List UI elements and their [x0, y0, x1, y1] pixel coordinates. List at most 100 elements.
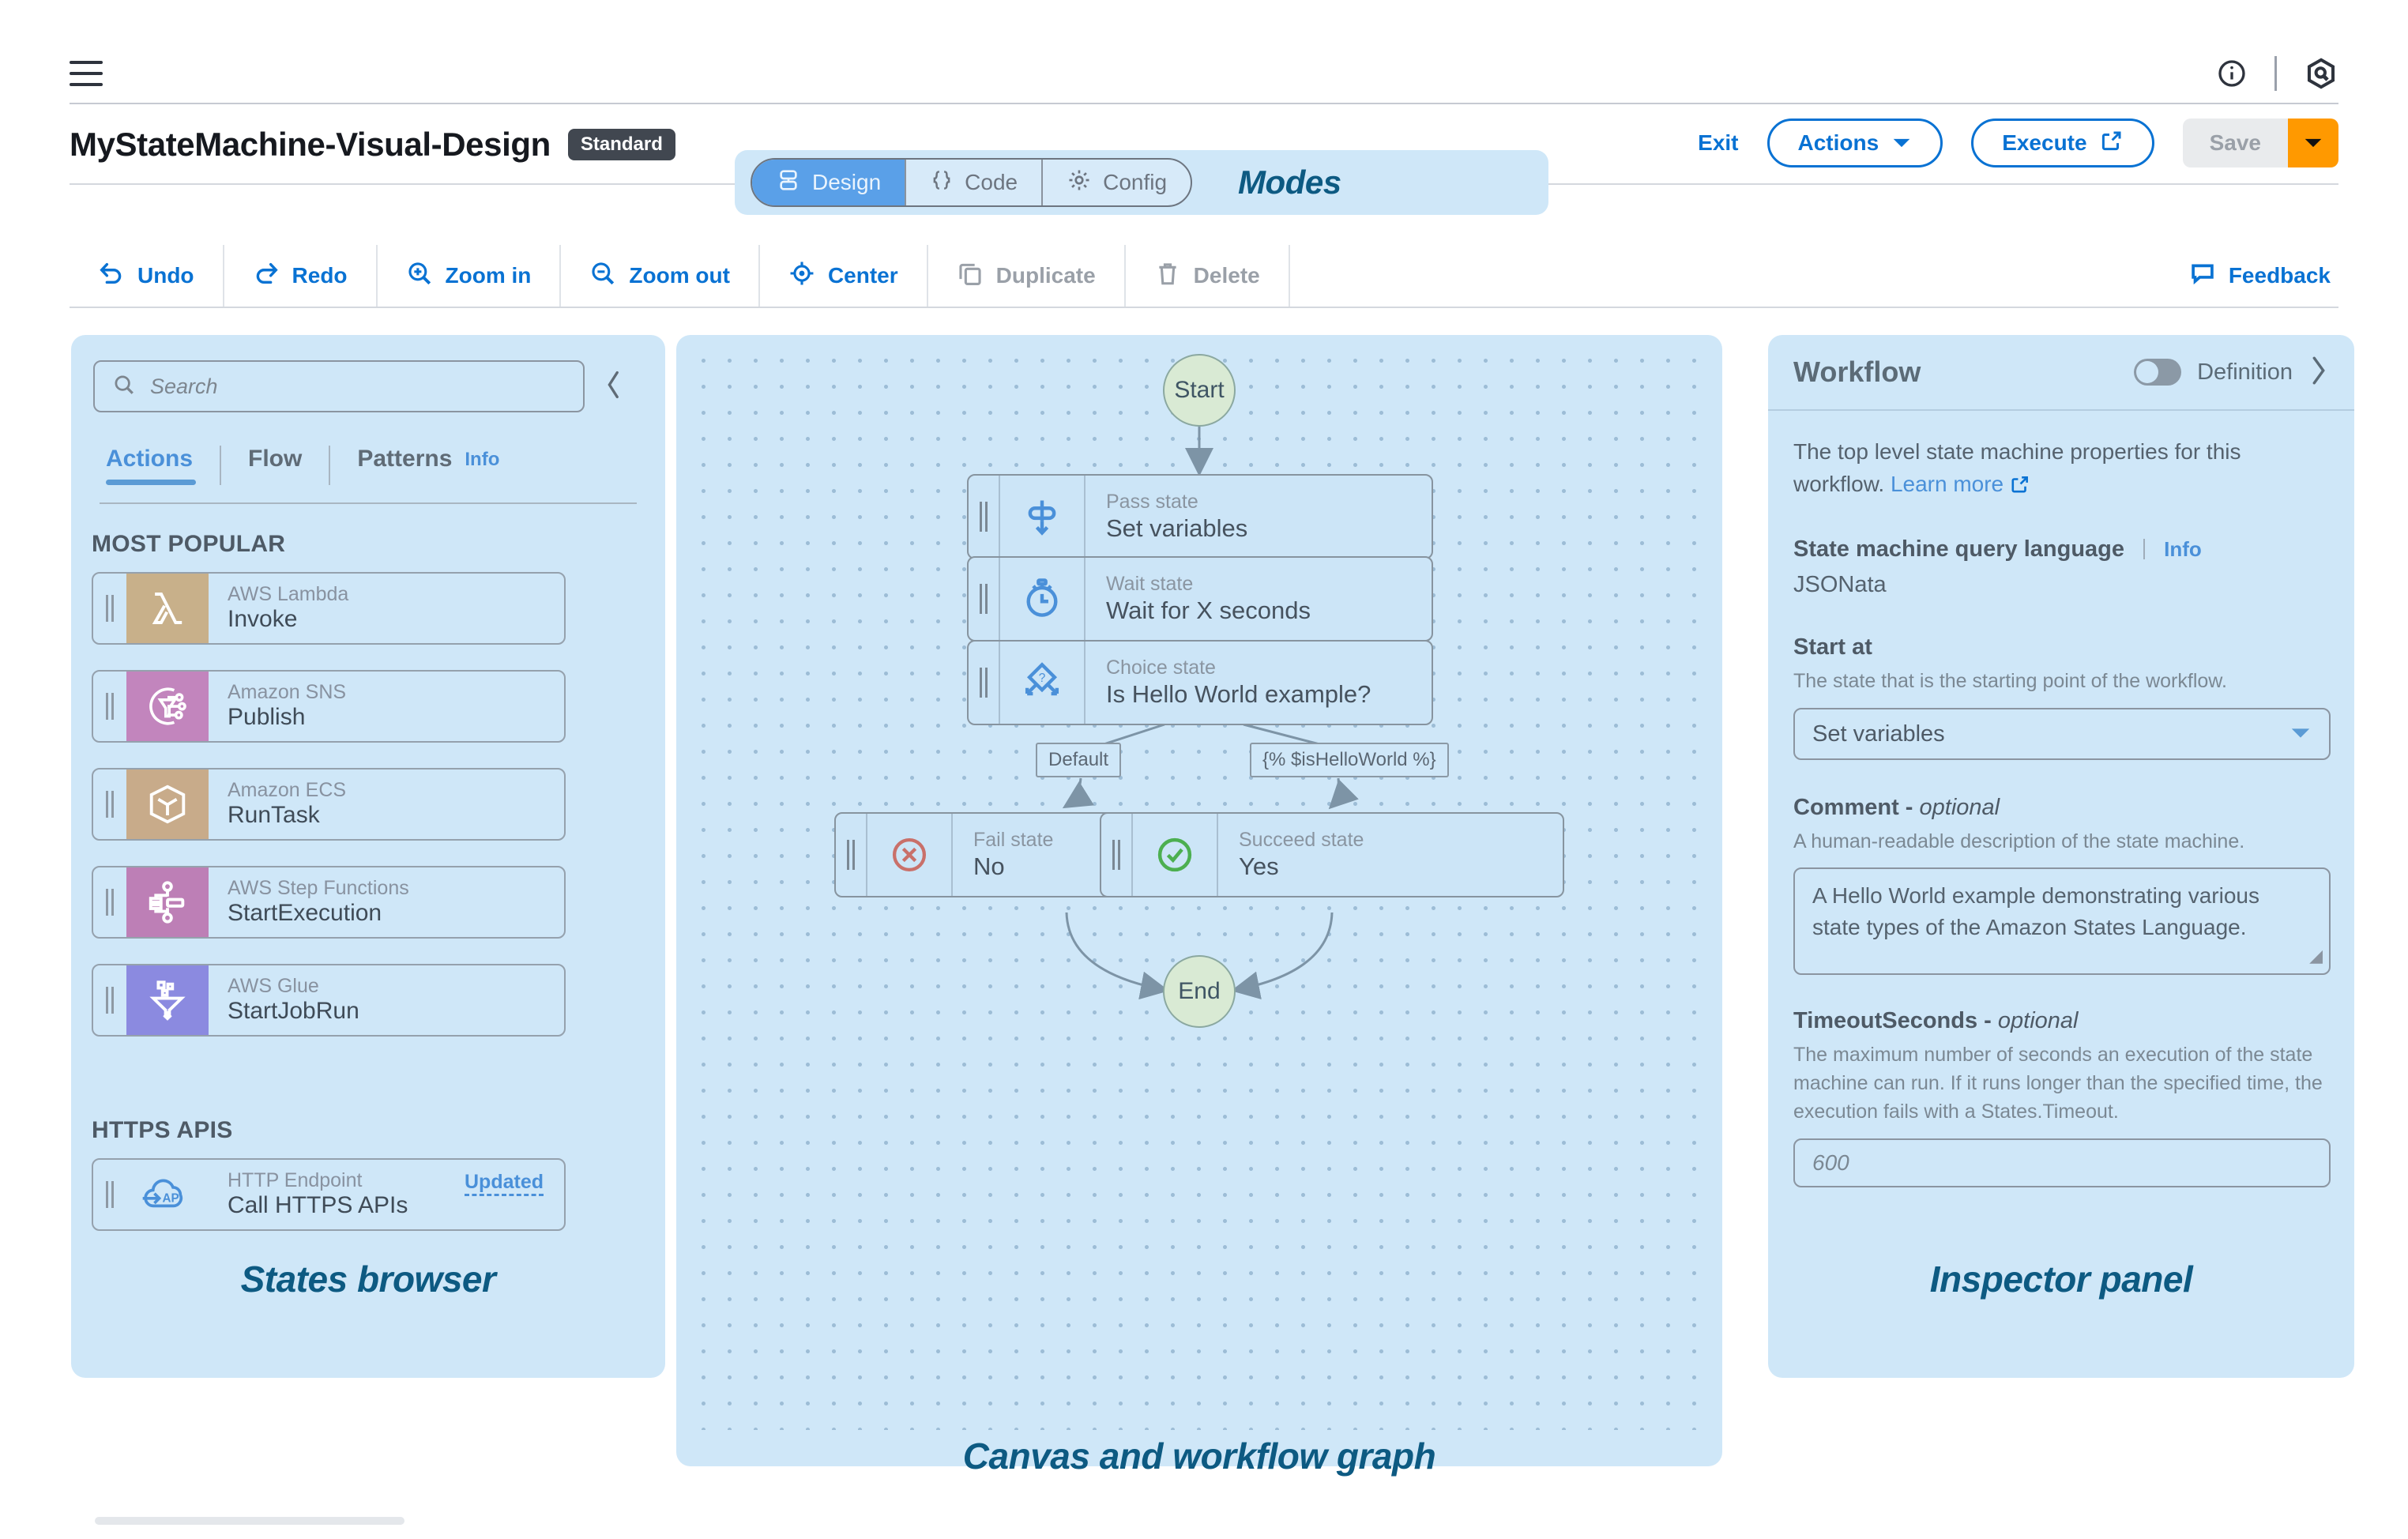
actions-button[interactable]: Actions: [1766, 119, 1943, 167]
drag-handle-icon[interactable]: [93, 574, 126, 643]
timeout-placeholder: 600: [1812, 1150, 1849, 1176]
drag-handle-icon[interactable]: [969, 642, 1000, 724]
mode-segmented-control[interactable]: Design Code Config: [751, 158, 1193, 207]
drag-handle-icon[interactable]: [969, 558, 1000, 640]
list-item[interactable]: AWS Glue StartJobRun: [92, 964, 566, 1037]
execute-button-label: Execute: [2002, 130, 2087, 155]
info-circle-icon[interactable]: [2216, 58, 2248, 89]
modes-annotation-group: Design Code Config: [735, 150, 1548, 215]
states-browser-info-link[interactable]: Info: [465, 449, 500, 470]
node-type-label: Pass state: [1106, 491, 1198, 514]
undo-label: Undo: [137, 263, 194, 288]
learn-more-link[interactable]: Learn more: [1890, 471, 2004, 496]
center-target-icon: [788, 260, 815, 292]
canvas-annotation: Canvas and workflow graph: [962, 1436, 1436, 1477]
list-item[interactable]: AWS Lambda Invoke: [92, 572, 566, 645]
resize-handle-icon[interactable]: ◢: [2309, 945, 2323, 965]
comment-textarea[interactable]: A Hello World example demonstrating vari…: [1793, 867, 2331, 975]
search-input[interactable]: Search: [93, 360, 585, 412]
execute-button[interactable]: Execute: [1971, 119, 2154, 167]
list-item[interactable]: Amazon ECS RunTask: [92, 768, 566, 841]
gear-icon: [1067, 167, 1092, 198]
feedback-link[interactable]: Feedback: [2161, 245, 2338, 307]
center-button[interactable]: Center: [760, 245, 928, 307]
list-item[interactable]: AWS Step Functions StartExecution: [92, 866, 566, 939]
query-language-info-link[interactable]: Info: [2164, 537, 2202, 562]
console-top-bar: [70, 44, 2338, 104]
start-node[interactable]: Start: [1163, 354, 1236, 427]
tab-config[interactable]: Config: [1043, 160, 1191, 205]
section-heading-https-apis: HTTPS APIS: [92, 1117, 233, 1143]
redo-button[interactable]: Redo: [224, 245, 378, 307]
save-button-group[interactable]: Save: [2182, 119, 2338, 167]
node-name-label: Wait for X seconds: [1106, 596, 1311, 624]
status-badge: Standard: [567, 129, 675, 160]
duplicate-button[interactable]: Duplicate: [928, 245, 1126, 307]
inspector-panel: Workflow Definition The top level state …: [1768, 335, 2354, 1378]
drag-handle-icon[interactable]: [1101, 814, 1133, 896]
list-item-action: Invoke: [228, 606, 298, 633]
node-pass-state[interactable]: Pass state Set variables: [967, 474, 1433, 559]
node-succeed-state[interactable]: Succeed state Yes: [1100, 812, 1564, 897]
chevron-down-icon: [1891, 130, 1912, 156]
amazon-q-hexagon-icon[interactable]: [2304, 56, 2338, 91]
tab-code[interactable]: Code: [906, 160, 1044, 205]
exit-link[interactable]: Exit: [1698, 130, 1739, 155]
inspector-body: The top level state machine properties f…: [1793, 436, 2331, 1188]
tab-patterns[interactable]: Patterns: [330, 446, 479, 485]
inspector-annotation: Inspector panel: [1929, 1259, 2193, 1300]
end-node[interactable]: End: [1163, 955, 1236, 1028]
node-wait-state[interactable]: Wait state Wait for X seconds: [967, 556, 1433, 642]
chevron-left-icon[interactable]: [602, 368, 626, 405]
page-title: MyStateMachine-Visual-Design: [70, 126, 551, 163]
drag-handle-icon[interactable]: [93, 867, 126, 937]
states-browser-annotation: States browser: [240, 1259, 496, 1300]
tab-flow[interactable]: Flow: [221, 446, 331, 485]
drag-handle-icon[interactable]: [93, 770, 126, 839]
drag-handle-icon[interactable]: [969, 476, 1000, 558]
inspector-description-text: The top level state machine properties f…: [1793, 439, 2241, 496]
drag-handle-icon[interactable]: [836, 814, 867, 896]
canvas-toolbar: Undo Redo Zoom in: [70, 245, 2338, 308]
node-type-label: Choice state: [1106, 657, 1216, 679]
list-item[interactable]: Amazon SNS Publish: [92, 670, 566, 743]
http-api-cloud-icon: API: [126, 1160, 209, 1229]
delete-button[interactable]: Delete: [1126, 245, 1290, 307]
tab-design-label: Design: [812, 170, 882, 194]
drag-handle-icon[interactable]: [93, 1160, 126, 1229]
node-type-label: Succeed state: [1239, 829, 1364, 852]
start-at-select[interactable]: Set variables: [1793, 708, 2331, 761]
horizontal-scrollbar[interactable]: [95, 1517, 404, 1525]
list-item-action: StartExecution: [228, 900, 382, 927]
tab-actions-label: Actions: [106, 446, 194, 472]
zoom-in-button[interactable]: Zoom in: [378, 245, 562, 307]
drag-handle-icon[interactable]: [93, 672, 126, 741]
zoom-out-label: Zoom out: [629, 263, 730, 288]
tab-design[interactable]: Design: [752, 160, 907, 205]
undo-button[interactable]: Undo: [70, 245, 224, 307]
center-label: Center: [827, 263, 898, 288]
list-item-service: AWS Glue: [228, 974, 319, 997]
states-browser-panel: Search Actions Flow Patterns Info MOST P…: [71, 335, 665, 1378]
states-browser-tabs: Actions Flow Patterns Info: [100, 446, 499, 485]
node-choice-state[interactable]: ? Choice state Is Hello World example?: [967, 640, 1433, 725]
chevron-right-icon[interactable]: [2308, 355, 2329, 390]
query-language-label: State machine query language Info: [1793, 536, 2331, 563]
updated-badge[interactable]: Updated: [465, 1171, 544, 1196]
drag-handle-icon[interactable]: [93, 965, 126, 1035]
start-at-label: Start at: [1793, 634, 1872, 660]
timeout-input[interactable]: 600: [1793, 1138, 2331, 1188]
list-item[interactable]: API HTTP Endpoint Call HTTPS APIs Update…: [92, 1158, 566, 1231]
definition-toggle[interactable]: [2134, 359, 2182, 386]
canvas-panel: Start Pass state Set variables: [676, 335, 1722, 1477]
zoom-out-button[interactable]: Zoom out: [561, 245, 760, 307]
workflow-canvas[interactable]: Start Pass state Set variables: [690, 348, 1708, 1430]
list-item-action: Publish: [228, 704, 306, 731]
save-dropdown-caret-icon[interactable]: [2288, 119, 2338, 167]
tab-actions[interactable]: Actions: [100, 446, 222, 485]
hamburger-icon[interactable]: [70, 61, 103, 86]
start-at-field: Start at The state that is the starting …: [1793, 634, 2331, 761]
search-icon: [112, 373, 136, 401]
save-button[interactable]: Save: [2182, 119, 2288, 167]
